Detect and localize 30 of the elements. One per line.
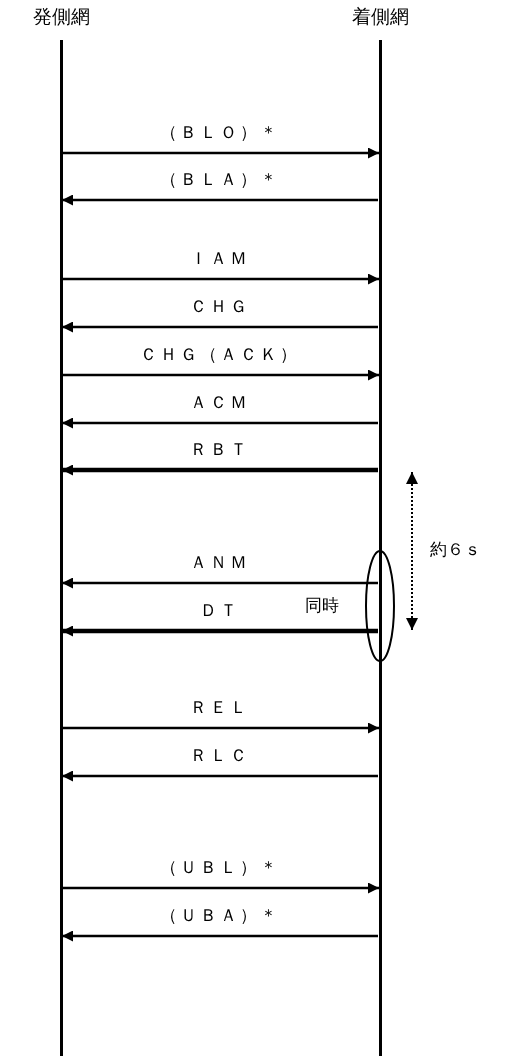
message-label: （ＵＢＬ）＊	[160, 858, 280, 878]
message-label: （ＵＢＡ）＊	[160, 906, 280, 926]
message-label: （ＢＬＯ）＊	[160, 123, 280, 143]
message-label: ＲＢＴ	[190, 440, 250, 460]
message-label: ＡＣＭ	[190, 393, 250, 413]
message-label: ＲＬＣ	[190, 746, 250, 766]
participant-label: 発側網	[32, 4, 90, 29]
message-label: ＲＥＬ	[190, 698, 250, 718]
duration-label: 約６ｓ	[430, 540, 481, 560]
arrow	[62, 464, 378, 476]
arrow	[62, 625, 378, 637]
note-label: 同時	[305, 596, 339, 616]
arrow	[62, 930, 378, 942]
arrow	[62, 417, 378, 429]
participant-label: 着側網	[351, 4, 409, 29]
arrow	[62, 321, 378, 333]
arrow	[62, 194, 378, 206]
arrow	[62, 770, 378, 782]
arrow	[63, 722, 379, 734]
arrow	[63, 273, 379, 285]
message-label: ＤＴ	[200, 601, 240, 621]
arrow	[63, 369, 379, 381]
message-label: （ＢＬＡ）＊	[160, 170, 280, 190]
message-label: ＩＡＭ	[190, 249, 250, 269]
arrow	[62, 577, 378, 589]
message-label: ＣＨＧ（ＡＣＫ）	[140, 345, 300, 365]
message-label: ＣＨＧ	[190, 297, 250, 317]
arrow	[63, 882, 379, 894]
message-label: ＡＮＭ	[190, 553, 250, 573]
arrow	[63, 147, 379, 159]
